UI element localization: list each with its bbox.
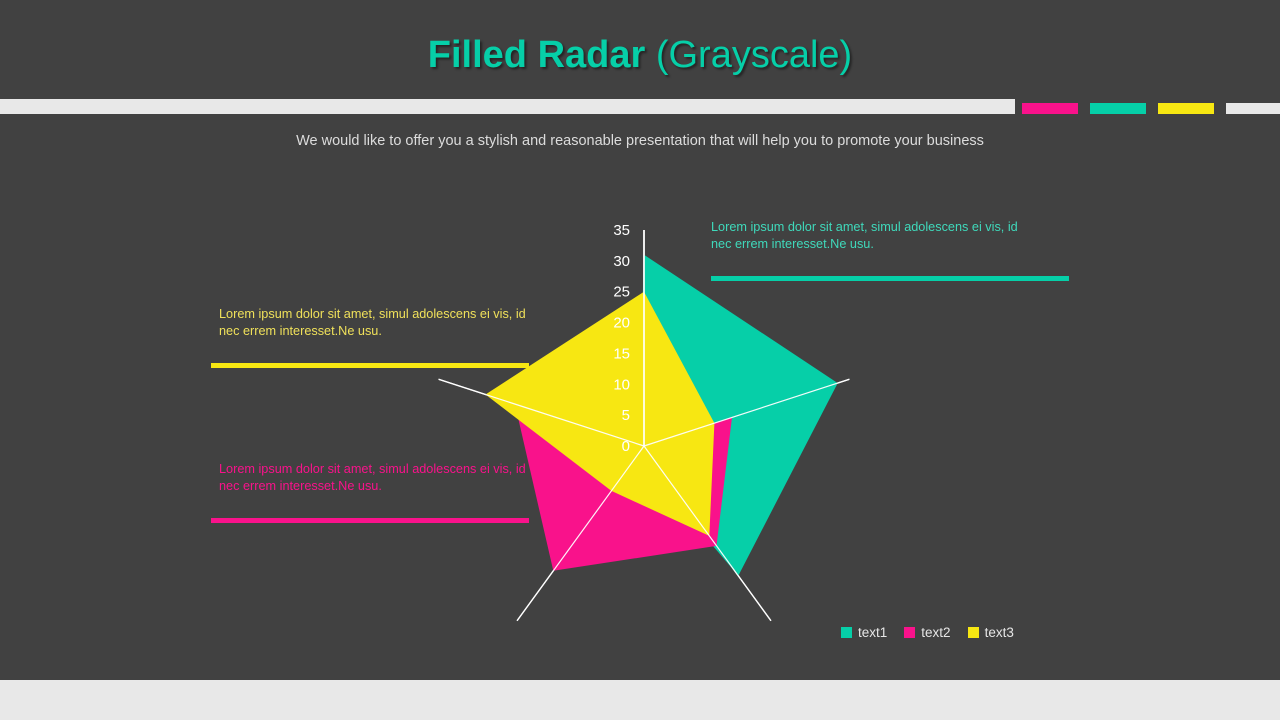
legend-label: text2 <box>921 625 951 640</box>
header-chip-white <box>1226 103 1280 114</box>
radar-rtick-label: 30 <box>613 253 630 270</box>
radar-chart: 0 5 10 15 20 25 30 35 <box>438 222 850 622</box>
radar-rtick-label: 20 <box>613 315 630 332</box>
radar-axis-spoke-overlay <box>643 378 850 447</box>
subtitle: We would like to offer you a stylish and… <box>296 133 984 149</box>
legend-item-text1[interactable]: text1 <box>841 625 887 640</box>
radar-rtick-label: 35 <box>613 222 630 239</box>
header-chip-teal <box>1090 103 1146 114</box>
header-rule <box>0 99 1015 114</box>
annotation-text3-underline <box>211 363 529 368</box>
page-title-bold: Filled Radar <box>427 34 656 76</box>
header-chip-yellow <box>1158 103 1214 114</box>
radar-axis-spoke-overlay <box>516 445 645 622</box>
annotation-text3-line1: Lorem ipsum dolor sit amet, simul adoles… <box>219 307 526 321</box>
chart-legend: text1 text2 text3 <box>841 625 1014 640</box>
legend-item-text3[interactable]: text3 <box>967 625 1014 640</box>
legend-label: text1 <box>858 625 888 640</box>
radar-axis-spoke-overlay <box>643 445 772 622</box>
annotation-text3-line2: nec errem interesset.Ne usu. <box>219 323 382 338</box>
radar-rtick-label: 25 <box>613 284 630 301</box>
annotation-text1: Lorem ipsum dolor sit amet, simul adoles… <box>711 219 1069 281</box>
annotation-text2: Lorem ipsum dolor sit amet, simul adoles… <box>211 461 559 523</box>
annotation-text2-line2: nec errem interesset.Ne usu. <box>219 478 382 493</box>
header-chip-pink <box>1022 103 1078 114</box>
legend-swatch-icon <box>904 627 916 638</box>
footer-strip <box>0 680 1280 720</box>
radar-series-text3 <box>485 291 715 536</box>
annotation-text2-line1: Lorem ipsum dolor sit amet, simul adoles… <box>219 462 526 476</box>
radar-rtick-label: 5 <box>622 407 630 424</box>
legend-swatch-icon <box>967 627 979 638</box>
legend-item-text2[interactable]: text2 <box>904 625 951 640</box>
annotation-text1-line2: nec errem interesset.Ne usu. <box>711 236 874 251</box>
legend-swatch-icon <box>841 627 852 638</box>
radar-axis-spoke-overlay <box>438 378 645 447</box>
radar-rtick-label: 15 <box>613 345 630 362</box>
slide-canvas: Filled Radar (Grayscale) We would like t… <box>0 0 1280 680</box>
radar-rtick-label: 0 <box>622 438 630 455</box>
radar-rtick-label: 10 <box>613 376 630 393</box>
page-title: Filled Radar (Grayscale) <box>0 30 1280 80</box>
annotation-text2-underline <box>211 518 529 523</box>
legend-label: text3 <box>984 625 1014 640</box>
page-title-light: (Grayscale) <box>655 34 853 76</box>
annotation-text1-underline <box>711 276 1069 281</box>
annotation-text1-line1: Lorem ipsum dolor sit amet, simul adoles… <box>711 220 1018 234</box>
annotation-text3: Lorem ipsum dolor sit amet, simul adoles… <box>211 306 559 368</box>
